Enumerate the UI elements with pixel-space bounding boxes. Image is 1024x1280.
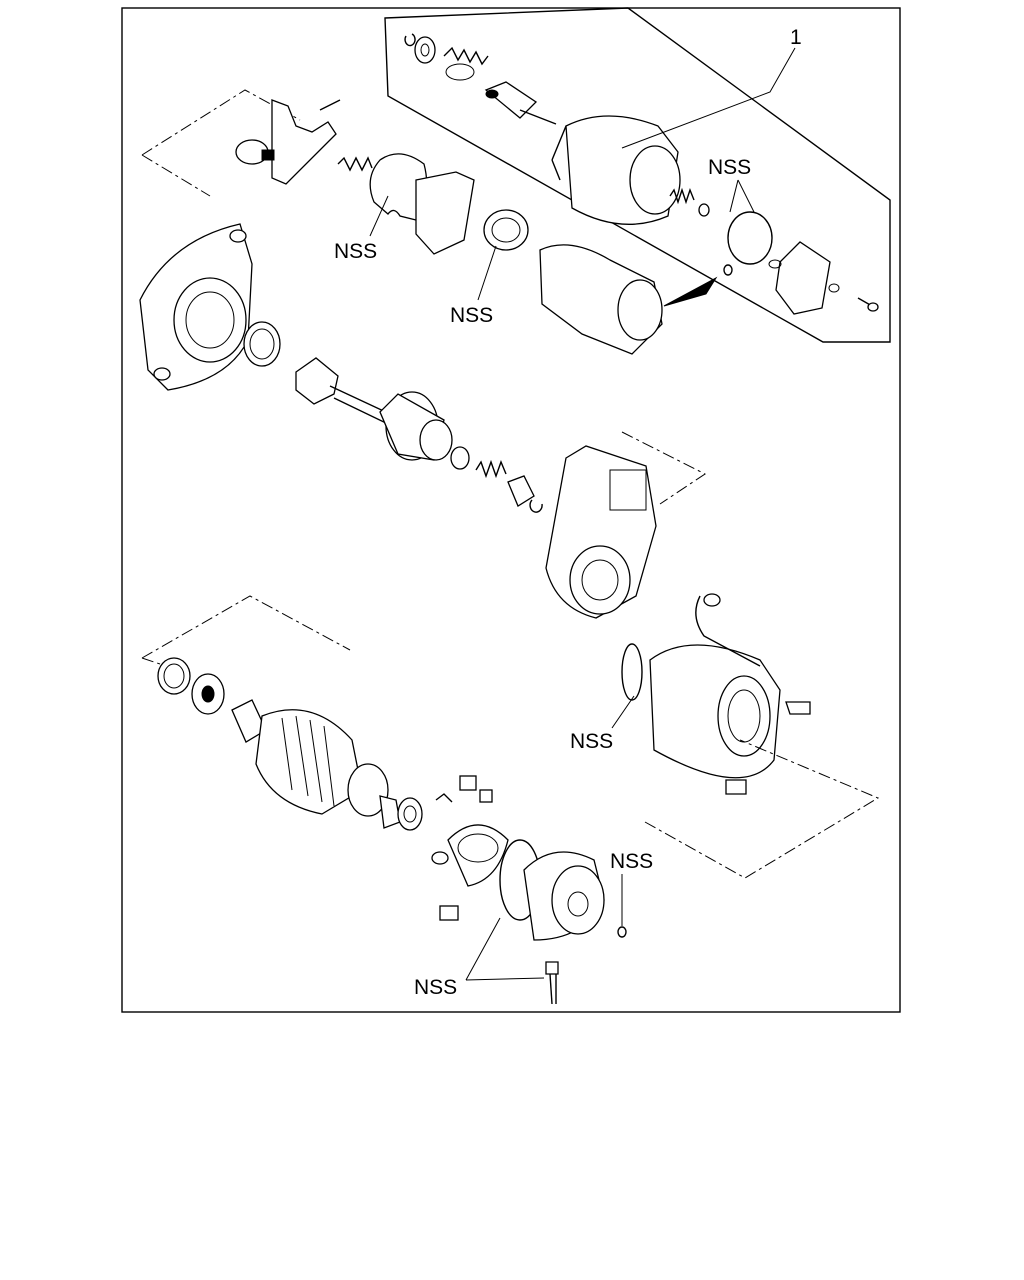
nss-label-cover-oring: NSS	[414, 976, 457, 999]
nss-2-leader	[369, 195, 389, 237]
nss-1-leader	[729, 179, 739, 213]
nss-label-solenoid-oring: NSS	[708, 156, 751, 179]
nss-label-gasket: NSS	[334, 240, 377, 263]
nss-6-leader	[465, 917, 501, 981]
solenoid-kit-parts	[404, 33, 879, 315]
yoke-bracket	[644, 739, 880, 879]
nss-label-cover-clip: NSS	[610, 850, 653, 873]
rear-cover-parts	[499, 839, 627, 1005]
diagram-frame	[121, 7, 901, 1013]
item-number-1: 1	[790, 26, 802, 49]
nss-label-yoke-oring: NSS	[570, 730, 613, 753]
gear-housing-bracket	[621, 431, 706, 505]
shift-lever-parts	[235, 99, 718, 355]
yoke-parts	[621, 593, 811, 795]
nss-label-washer: NSS	[450, 304, 493, 327]
armature-group-bracket	[141, 595, 351, 659]
brush-holder-parts	[431, 775, 509, 921]
nss-3-leader	[477, 245, 497, 301]
armature-parts	[157, 657, 423, 831]
nss-4-leader	[611, 695, 635, 729]
item-1-leader	[621, 47, 796, 149]
solenoid-kit-boundary	[384, 7, 891, 343]
front-bracket-parts	[139, 223, 657, 619]
